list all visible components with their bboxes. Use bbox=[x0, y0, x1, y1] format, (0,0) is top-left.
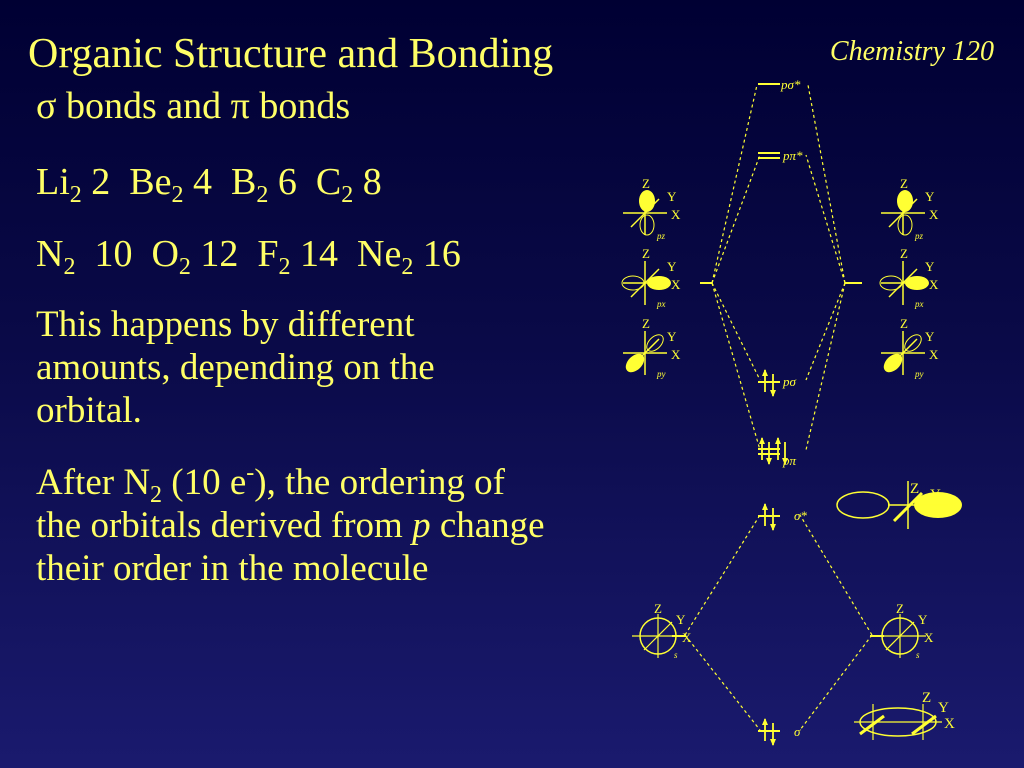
electron-count-row-1: Li2 2 Be2 4 B2 6 C2 8 bbox=[36, 160, 382, 208]
svg-text:pσ: pσ bbox=[782, 374, 797, 389]
svg-text:Y: Y bbox=[925, 189, 935, 204]
svg-text:Y: Y bbox=[938, 700, 949, 716]
svg-text:σ*: σ* bbox=[794, 508, 807, 523]
svg-text:X: X bbox=[948, 499, 959, 515]
left-px-orbital: Z Y X px bbox=[621, 246, 681, 309]
left-s-orbital: Z Y X s bbox=[632, 601, 692, 660]
slide-subtitle: σ bonds and π bonds bbox=[36, 84, 350, 128]
right-py-orbital: Z Y X py bbox=[880, 316, 939, 379]
mo-levels bbox=[672, 83, 884, 732]
svg-text:pσ*: pσ* bbox=[780, 77, 801, 92]
count-be2: Be2 4 bbox=[129, 161, 212, 208]
count-c2: C2 8 bbox=[315, 161, 382, 208]
svg-text:X: X bbox=[929, 277, 939, 292]
svg-text:X: X bbox=[929, 347, 939, 362]
right-s-orbital: Z Y X s bbox=[874, 601, 934, 660]
subtitle-text-1: bonds and bbox=[56, 85, 231, 127]
right-pz-orbital: Z Y X pz bbox=[880, 176, 939, 241]
count-f2: F2 14 bbox=[257, 233, 339, 280]
left-pz-orbital: Z Y X pz bbox=[622, 176, 681, 241]
count-o2: O2 12 bbox=[151, 233, 239, 280]
svg-text:X: X bbox=[671, 277, 681, 292]
svg-text:py: py bbox=[656, 369, 666, 379]
svg-text:X: X bbox=[944, 716, 955, 732]
count-n2: N2 10 bbox=[36, 233, 133, 280]
svg-text:Z: Z bbox=[654, 601, 662, 616]
sigma-mo-shape: Z Y X bbox=[854, 690, 955, 740]
svg-text:Z: Z bbox=[900, 176, 908, 191]
svg-text:Y: Y bbox=[667, 189, 677, 204]
electron-arrows bbox=[758, 368, 789, 747]
count-b2: B2 6 bbox=[231, 161, 297, 208]
svg-text:Z: Z bbox=[642, 246, 650, 261]
svg-text:px: px bbox=[914, 299, 924, 309]
slide-title: Organic Structure and Bonding bbox=[28, 31, 554, 77]
mo-labels: pσ* pπ* pσ pπ σ* σ bbox=[780, 77, 807, 739]
svg-text:Y: Y bbox=[925, 329, 935, 344]
subtitle-text-2: bonds bbox=[249, 85, 351, 127]
svg-text:X: X bbox=[671, 207, 681, 222]
svg-text:Z: Z bbox=[900, 246, 908, 261]
svg-text:Z: Z bbox=[910, 481, 919, 497]
left-py-orbital: Z Y X py bbox=[622, 316, 681, 379]
sigma-symbol: σ bbox=[36, 85, 57, 127]
mo-diagram: pσ* pπ* pσ pπ σ* σ Z Y X pz Z Y X px Z Y… bbox=[621, 77, 962, 747]
svg-text:σ: σ bbox=[794, 724, 801, 739]
electron-count-row-2: N2 10 O2 12 F2 14 Ne2 16 bbox=[36, 232, 461, 280]
svg-text:X: X bbox=[929, 207, 939, 222]
svg-text:Z: Z bbox=[900, 316, 908, 331]
svg-text:Z: Z bbox=[922, 690, 931, 706]
svg-text:Z: Z bbox=[896, 601, 904, 616]
svg-text:pπ: pπ bbox=[782, 453, 797, 468]
svg-text:Y: Y bbox=[676, 612, 686, 627]
svg-text:Z: Z bbox=[642, 176, 650, 191]
svg-text:X: X bbox=[682, 630, 692, 645]
count-ne2: Ne2 16 bbox=[357, 233, 461, 280]
svg-text:s: s bbox=[916, 650, 920, 660]
svg-text:X: X bbox=[671, 347, 681, 362]
svg-text:Y: Y bbox=[930, 487, 941, 503]
svg-text:py: py bbox=[914, 369, 924, 379]
svg-text:px: px bbox=[656, 299, 666, 309]
svg-text:Y: Y bbox=[918, 612, 928, 627]
svg-text:Y: Y bbox=[667, 329, 677, 344]
count-li2: Li2 2 bbox=[36, 161, 111, 208]
sigma-star-mo-shape: Z Y X bbox=[836, 481, 962, 529]
course-label: Chemistry 120 bbox=[829, 36, 994, 67]
svg-text:Z: Z bbox=[642, 316, 650, 331]
pi-symbol: π bbox=[230, 85, 250, 127]
right-px-orbital: Z Y X px bbox=[879, 246, 939, 309]
svg-text:pz: pz bbox=[914, 231, 924, 241]
paragraph-orbital-amounts: This happens by different amounts, depen… bbox=[36, 304, 435, 431]
svg-text:s: s bbox=[674, 650, 678, 660]
correlation-lines bbox=[684, 84, 873, 731]
svg-text:X: X bbox=[924, 630, 934, 645]
svg-text:Y: Y bbox=[925, 259, 935, 274]
svg-text:Y: Y bbox=[667, 259, 677, 274]
paragraph-n2-ordering: After N2 (10 e-), the ordering of the or… bbox=[36, 460, 545, 589]
svg-text:pπ*: pπ* bbox=[782, 148, 803, 163]
svg-text:pz: pz bbox=[656, 231, 666, 241]
